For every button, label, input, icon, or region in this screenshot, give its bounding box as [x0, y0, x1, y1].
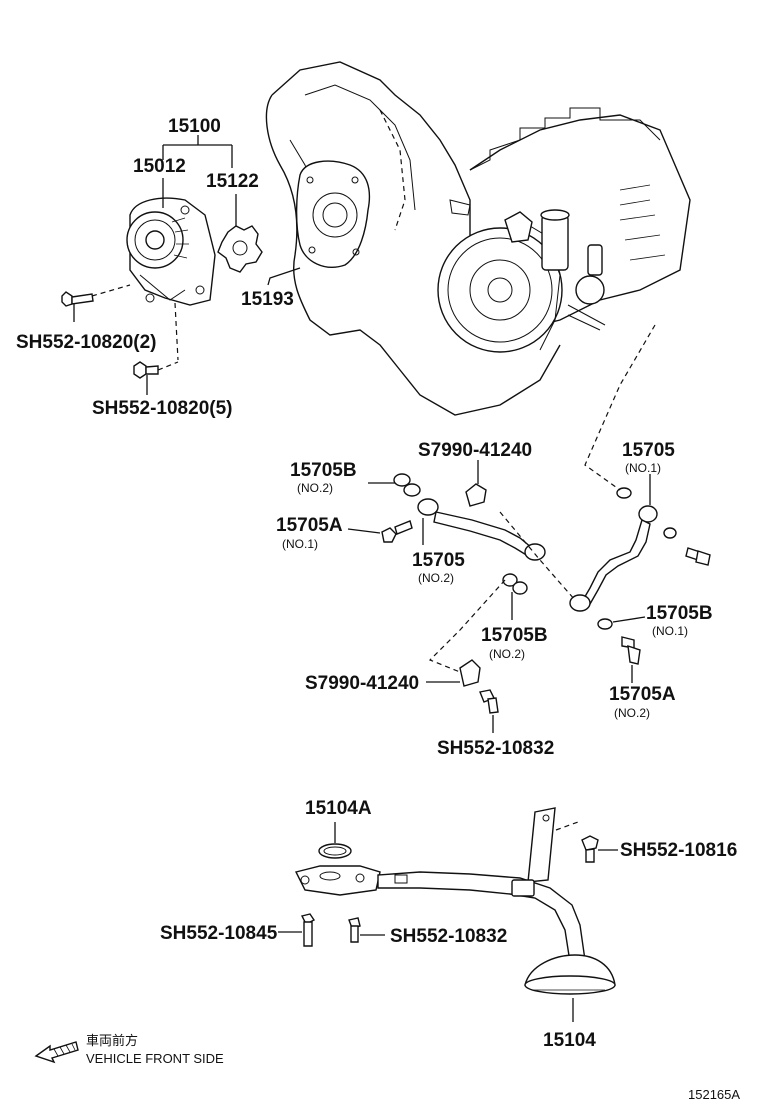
bolt-sh552-10845-illustration	[300, 913, 316, 947]
pipe-15705-no1-illustration	[569, 505, 658, 612]
washer-upper-right-illustration	[616, 487, 632, 499]
label-15122: 15122	[206, 171, 259, 192]
label-15705b-no1: 15705B	[646, 603, 713, 624]
label-bolt-sh552-10820-5: SH552-10820(5)	[92, 398, 232, 419]
pipe-15705-no2-illustration	[417, 498, 546, 561]
bolt-sh552-10832-lower-illustration	[348, 917, 361, 943]
note-15705b-no2-mid: (NO.2)	[489, 647, 525, 661]
label-15012: 15012	[133, 156, 186, 177]
oil-pipe-leaders	[347, 324, 656, 733]
gasket-15104a-illustration	[318, 843, 352, 859]
label-clamp-bottom: S7990-41240	[305, 673, 419, 694]
oil-strainer-illustration	[294, 807, 616, 995]
washer-15705b-no2-top-illustration	[393, 473, 421, 497]
label-15705a-no1: 15705A	[276, 515, 343, 536]
oil-strainer-leaders	[278, 821, 618, 1022]
label-bolt-sh552-10832-mid: SH552-10832	[437, 738, 554, 759]
label-15705b-no2-mid: 15705B	[481, 625, 548, 646]
bolt-sh552-10816-illustration	[581, 835, 599, 863]
label-15100: 15100	[168, 116, 221, 137]
bolt-sh552-10820-2-illustration	[61, 291, 94, 307]
impeller-15122-illustration	[217, 225, 263, 273]
clamp-bottom-illustration	[459, 659, 481, 687]
diagram-id: 152165A	[688, 1087, 740, 1102]
label-15104: 15104	[543, 1030, 596, 1051]
bolt-sh552-10832-mid-illustration	[479, 689, 499, 714]
clamp-top-illustration	[465, 483, 487, 507]
orientation-label-jp: 車両前方	[86, 1033, 138, 1048]
label-15104a: 15104A	[305, 798, 372, 819]
water-pump-illustration	[126, 197, 263, 306]
label-15705-no1: 15705	[622, 440, 675, 461]
washer-15705b-no2-mid-illustration	[502, 573, 528, 595]
label-bolt-sh552-10845: SH552-10845	[160, 923, 278, 944]
note-15705a-no2: (NO.2)	[614, 706, 650, 720]
label-bolt-sh552-10832-lower: SH552-10832	[390, 926, 507, 947]
water-pump-leaders	[73, 135, 301, 395]
oil-pipe-section-illustration	[381, 473, 711, 714]
bolt-15705a-no2-illustration	[621, 636, 641, 665]
label-clamp-top: S7990-41240	[418, 440, 532, 461]
bolt-15705a-no1-illustration	[381, 520, 413, 543]
note-15705a-no1: (NO.1)	[282, 537, 318, 551]
note-15705b-no1: (NO.1)	[652, 624, 688, 638]
engine-block-illustration	[265, 61, 691, 416]
label-bolt-sh552-10820-2: SH552-10820(2)	[16, 332, 156, 353]
label-15193: 15193	[241, 289, 294, 310]
bolt-far-right-illustration	[685, 547, 711, 566]
label-bolt-sh552-10816: SH552-10816	[620, 840, 737, 861]
label-15705b-no2-top: 15705B	[290, 460, 357, 481]
bolt-sh552-10820-5-illustration	[133, 361, 159, 379]
note-15705-no2: (NO.2)	[418, 571, 454, 585]
part-labels: 15100 15012 15122 15193 SH552-10820(2) S…	[16, 116, 737, 1051]
vehicle-front-indicator: 車両前方 VEHICLE FRONT SIDE	[34, 1033, 224, 1066]
label-15705a-no2: 15705A	[609, 684, 676, 705]
label-15705-no2: 15705	[412, 550, 465, 571]
washer-right-illustration	[663, 527, 677, 539]
orientation-label-en: VEHICLE FRONT SIDE	[86, 1051, 224, 1066]
washer-15705b-no1-illustration	[597, 618, 613, 630]
note-15705b-no2-top: (NO.2)	[297, 481, 333, 495]
front-arrow-icon	[34, 1041, 79, 1064]
note-15705-no1: (NO.1)	[625, 461, 661, 475]
